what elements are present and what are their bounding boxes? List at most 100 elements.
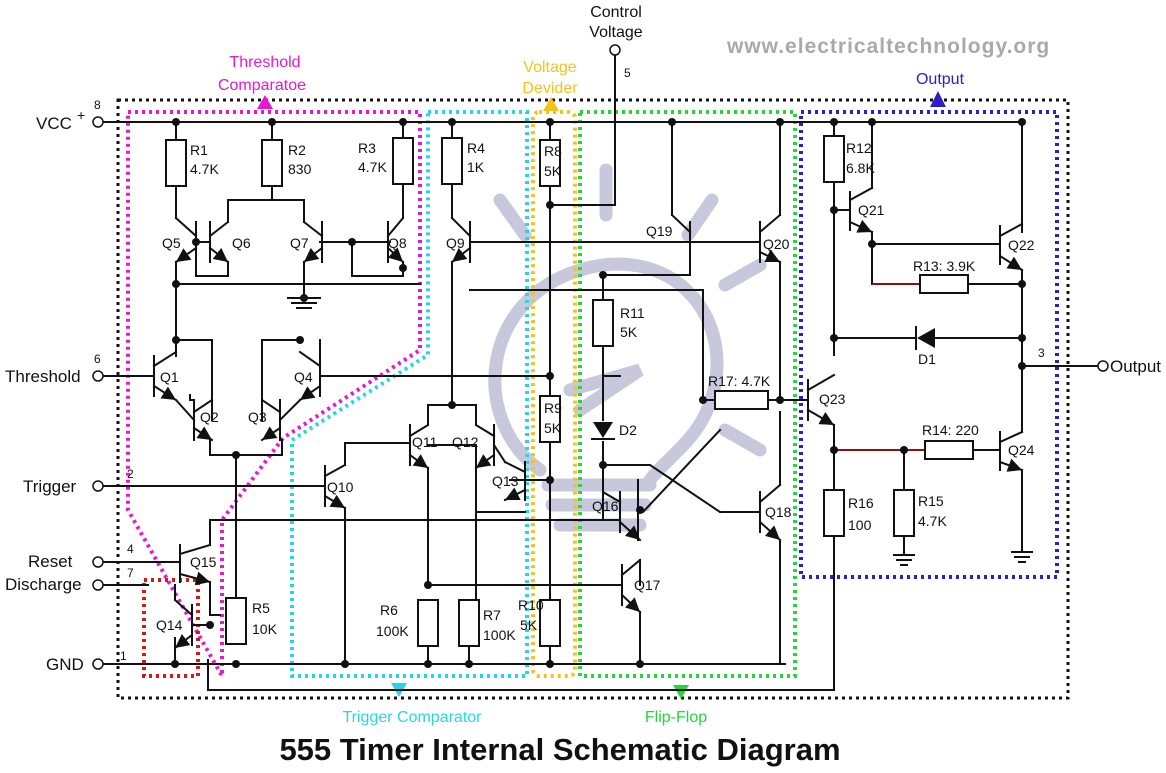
transistor-q4	[298, 350, 322, 402]
q14-label: Q14	[156, 617, 183, 633]
pin-vcc-label: VCC	[36, 114, 72, 133]
r10-name: R10	[518, 597, 544, 613]
diagram-title: 555 Timer Internal Schematic Diagram	[279, 732, 840, 767]
r1-name: R1	[190, 142, 208, 158]
circuit-wires	[103, 55, 1099, 691]
resistor-r15	[893, 489, 915, 537]
q12-label: Q12	[452, 434, 479, 450]
q2-label: Q2	[200, 409, 219, 425]
pin-control-label-line2: Voltage	[589, 24, 642, 41]
q3-label: Q3	[248, 409, 267, 425]
pin-discharge-number: 7	[127, 566, 134, 580]
voltage-divider-marker-icon	[543, 97, 559, 111]
pin-control-terminal	[609, 44, 621, 56]
resistor-r14	[924, 440, 974, 460]
diode-d1-icon	[915, 326, 935, 350]
r3-value: 4.7K	[358, 159, 387, 175]
resistor-r7	[458, 599, 480, 647]
pin-threshold-number: 6	[94, 352, 101, 366]
r5-value: 10K	[252, 621, 278, 637]
resistor-r11	[592, 299, 614, 347]
r7-value: 100K	[483, 627, 516, 643]
flip-flop-block	[578, 110, 797, 678]
output-stage-label: Output	[916, 71, 965, 88]
transistor-q11	[408, 423, 430, 470]
q5-label: Q5	[162, 235, 181, 251]
diode-d2-icon	[591, 422, 615, 440]
q11-label: Q11	[412, 434, 438, 450]
d1-label: D1	[918, 351, 936, 367]
transistor-q7	[302, 220, 324, 264]
resistor-r5	[225, 597, 247, 645]
resistor-r1	[165, 139, 187, 187]
resistor-r2	[261, 139, 283, 187]
transistor-q2	[174, 398, 214, 442]
resistor-r6	[417, 599, 439, 647]
pin-vcc-number: 8	[94, 98, 101, 112]
junction-dots	[171, 118, 1026, 668]
pin-control-number: 5	[624, 66, 631, 80]
r2-value: 830	[288, 161, 312, 177]
r8-name: R8	[544, 143, 562, 159]
q16-label: Q16	[592, 498, 619, 514]
q24-label: Q24	[1008, 442, 1035, 458]
q8-label: Q8	[388, 235, 407, 251]
pin-threshold-terminal	[92, 370, 104, 382]
output-stage-marker-icon	[930, 91, 946, 107]
r9-value: 5K	[544, 420, 562, 436]
r15-value: 4.7K	[918, 513, 947, 529]
transistors	[139, 186, 1024, 650]
threshold-comparator-block	[126, 110, 422, 684]
transistor-q19	[670, 213, 692, 263]
voltage-divider-label-line2: Devider	[522, 80, 578, 97]
transistor-q21	[848, 186, 874, 234]
pin-discharge-label: Discharge	[5, 575, 82, 594]
resistor-labels: R1 4.7K R2 830 R3 4.7K R4 1K R5 10K R6 1…	[190, 140, 979, 643]
transistor-q9	[450, 216, 472, 264]
pin-threshold-label: Threshold	[5, 367, 81, 386]
transistor-q22	[998, 222, 1024, 272]
transistor-q15	[178, 543, 212, 586]
r17-label: R17: 4.7K	[708, 373, 771, 389]
r3-name: R3	[358, 140, 376, 156]
q7-label: Q7	[290, 235, 309, 251]
voltage-divider-label-line1: Voltage	[523, 59, 576, 76]
r14-label: R14: 220	[922, 422, 979, 438]
r9-name: R9	[544, 400, 562, 416]
r6-value: 100K	[376, 623, 409, 639]
transistor-q16	[601, 490, 642, 542]
ground-symbols	[893, 551, 1033, 566]
transistor-labels: Q5 Q6 Q7 Q8 Q9 Q1 Q2 Q3 Q4 Q10 Q11 Q12 Q…	[156, 202, 1035, 633]
discharge-block	[142, 578, 200, 678]
r7-name: R7	[483, 607, 501, 623]
pin-vcc-superscript: +	[77, 107, 85, 123]
pin-trigger-number: 2	[127, 467, 134, 481]
resistor-r12	[823, 135, 845, 183]
q23-label: Q23	[819, 391, 846, 407]
pin-output-terminal	[1097, 360, 1109, 372]
pin-reset-label: Reset	[28, 552, 73, 571]
resistor-r3	[392, 137, 414, 185]
pin-gnd-number: 1	[120, 649, 127, 663]
resistor-r13	[919, 274, 969, 294]
diodes	[591, 326, 935, 440]
q22-label: Q22	[1008, 237, 1035, 253]
resistor-r17	[714, 390, 769, 410]
r12-name: R12	[846, 140, 872, 156]
resistor-r9	[539, 395, 561, 443]
output-stage-block	[799, 110, 1059, 579]
r6-name: R6	[380, 602, 398, 618]
q4-label: Q4	[294, 369, 313, 385]
pin-control-label-line1: Control	[590, 4, 642, 21]
q17-label: Q17	[634, 577, 661, 593]
pin-output-label: Output	[1110, 357, 1161, 376]
r16-value: 100	[848, 517, 872, 533]
r11-value: 5K	[620, 324, 638, 340]
flip-flop-label: Flip-Flop	[645, 709, 707, 726]
transistor-q6	[208, 220, 230, 264]
q9-label: Q9	[446, 235, 465, 251]
threshold-comparator-marker-icon	[257, 95, 273, 109]
threshold-comparator-label-line1: Threshold	[229, 54, 300, 71]
q10-label: Q10	[327, 479, 354, 495]
